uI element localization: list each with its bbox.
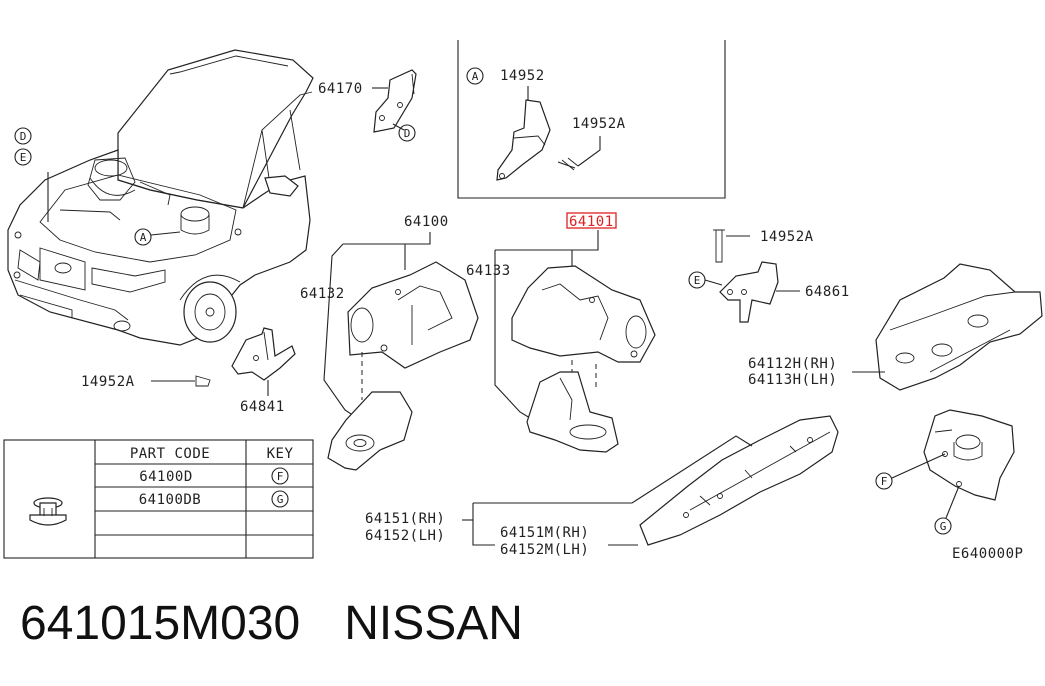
inset-key-a: A: [472, 70, 479, 83]
label-64113H: 64113H(LH): [748, 372, 837, 388]
key-e: E: [694, 274, 701, 287]
table-cell-code-1: 64100D: [139, 469, 193, 485]
table-cell-key-2: G: [277, 493, 284, 506]
label-64151M: 64151M(RH): [500, 525, 589, 541]
label-14952A-right: 14952A: [760, 229, 814, 245]
label-64152: 64152(LH): [365, 528, 445, 544]
table-cell-key-1: F: [277, 470, 284, 483]
key-f: F: [881, 475, 888, 488]
label-14952-inset: 14952: [500, 68, 545, 84]
part-64170: 64170 D: [318, 69, 417, 142]
part-64112H: 64112H(RH) 64113H(LH): [748, 263, 1043, 391]
table-header-part-code: PART CODE: [130, 446, 210, 462]
part-64841: 14952A 64841: [81, 327, 296, 415]
label-64151: 64151(RH): [365, 511, 445, 527]
table-cell-code-2: 64100DB: [139, 492, 202, 508]
label-64152M: 64152M(LH): [500, 542, 589, 558]
label-64112H: 64112H(RH): [748, 356, 837, 372]
label-14952A-left: 14952A: [81, 374, 135, 390]
label-64133: 64133: [466, 263, 511, 279]
part-caption: 641015M030 NISSAN: [20, 596, 523, 651]
brand-name: NISSAN: [344, 597, 523, 650]
label-64841: 64841: [240, 399, 285, 415]
inset-a: A 14952 14952A: [457, 40, 726, 199]
label-64170: 64170: [318, 81, 363, 97]
highlight-box: [566, 212, 617, 229]
label-64100: 64100: [404, 214, 449, 230]
callout-e: E: [20, 151, 27, 164]
part-64151: 64151(RH) 64152(LH) 64151M(RH) 64152M(LH…: [365, 415, 839, 558]
car-illustration: [7, 49, 314, 346]
callout-d: D: [20, 130, 27, 143]
key-g: G: [940, 520, 947, 533]
label-64132: 64132: [300, 286, 345, 302]
part-number: 641015M030: [20, 597, 301, 650]
table-header-key: KEY: [267, 446, 294, 462]
label-64101: 64101: [569, 214, 614, 230]
diagram-reference-code: E640000P: [952, 546, 1023, 562]
part-strut-mount: F G E640000P: [875, 409, 1023, 562]
label-64861: 64861: [805, 284, 850, 300]
callout-a: A: [140, 231, 147, 244]
clip-fastener-icon: [29, 497, 67, 526]
part-code-table: PART CODE KEY 64100D F 64100DB G: [3, 439, 314, 559]
label-14952A-inset: 14952A: [572, 116, 626, 132]
key-64170: D: [404, 127, 411, 140]
part-64100-assembly: 64100 64132: [300, 214, 479, 471]
car-callouts: D E A: [14, 127, 181, 246]
part-64101-assembly: 64101 64133: [466, 212, 656, 453]
part-64861: 14952A E 64861: [688, 229, 850, 323]
